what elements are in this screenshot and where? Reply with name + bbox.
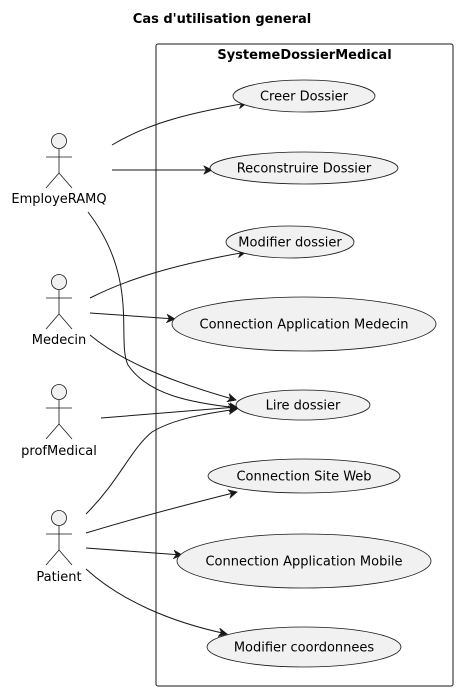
use-case-lire: Lire dossier — [235, 389, 371, 421]
use-case-label: Modifier coordonnees — [234, 641, 375, 656]
use-case-label: Connection Application Mobile — [205, 555, 402, 570]
association-patient-to-conn_web — [85, 492, 237, 534]
use-case-ellipse — [171, 296, 437, 352]
diagram-title: Cas d'utilisation general — [133, 12, 311, 27]
use-case-ellipse — [209, 151, 399, 185]
association-employe-to-creer — [111, 103, 247, 146]
use-case-label: Connection Application Medecin — [200, 318, 409, 333]
use-case-label: Modifier dossier — [238, 236, 342, 251]
actor-name: profMedical — [21, 444, 97, 459]
actor-medecin: Medecin — [32, 274, 86, 348]
use-case-ellipse — [176, 533, 432, 589]
actor-head-icon — [51, 274, 67, 290]
association-medecin-to-conn_medecin — [89, 312, 175, 319]
use-case-label: Creer Dossier — [260, 90, 349, 105]
association-patient-to-conn_mobile — [85, 547, 182, 555]
use-case-ellipse — [206, 626, 402, 668]
use-case-ellipse — [207, 458, 401, 494]
system-boundary: SystemeDossierMedical — [155, 43, 454, 687]
system-name: SystemeDossierMedical — [217, 48, 391, 63]
actor-head-icon — [51, 133, 67, 149]
use-case-creer: Creer Dossier — [232, 79, 376, 113]
actor-head-icon — [51, 510, 67, 526]
actor-name: Medecin — [32, 333, 86, 348]
association-medecin-to-modifier — [89, 252, 246, 299]
stick-figure-icon — [45, 525, 73, 566]
use-case-label: Connection Site Web — [236, 470, 371, 485]
use-case-ellipse — [232, 79, 376, 113]
use-case-modif-coord: Modifier coordonnees — [206, 626, 402, 668]
association-medecin-to-lire — [89, 334, 236, 400]
use-case-conn-mobile: Connection Application Mobile — [176, 533, 432, 589]
association-patient-to-lire — [85, 409, 237, 515]
association-employe-to-lire — [87, 211, 238, 408]
actor-head-icon — [51, 384, 67, 400]
stick-figure-icon — [45, 148, 73, 189]
use-case-ellipse — [235, 389, 371, 421]
actor-prof: profMedical — [21, 384, 97, 459]
system-box — [155, 43, 454, 687]
use-case-reconstruire: Reconstruire Dossier — [209, 151, 399, 185]
actor-name: Patient — [36, 570, 81, 585]
actor-name: EmployeRAMQ — [11, 192, 106, 207]
stick-figure-icon — [45, 399, 73, 440]
use-case-modifier: Modifier dossier — [225, 225, 355, 259]
use-case-conn-medecin: Connection Application Medecin — [171, 296, 437, 352]
use-case-conn-web: Connection Site Web — [207, 458, 401, 494]
use-case-label: Lire dossier — [266, 399, 341, 414]
association-patient-to-modif_coord — [85, 568, 227, 634]
stick-figure-icon — [45, 289, 73, 330]
actor-employe: EmployeRAMQ — [11, 133, 107, 207]
actor-patient: Patient — [36, 510, 82, 585]
use-case-ellipse — [225, 225, 355, 259]
use-case-label: Reconstruire Dossier — [237, 162, 372, 177]
associations — [85, 103, 247, 634]
association-prof-to-lire — [100, 407, 237, 419]
